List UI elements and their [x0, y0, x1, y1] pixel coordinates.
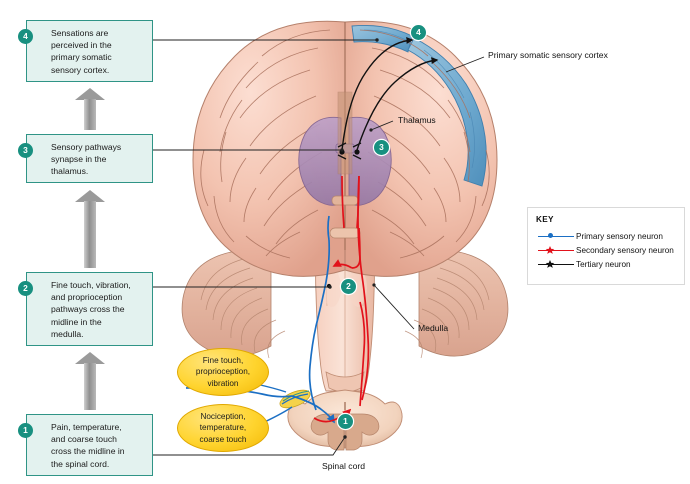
flow-arrow-1-to-2	[75, 352, 105, 410]
tertiary-neuron-tract	[341, 36, 439, 151]
star-glyph-icon	[545, 260, 555, 268]
callout-nociception-text: Nociception, temperature, coarse touch	[199, 412, 247, 444]
callout-fine-touch-text: Fine touch, proprioception, vibration	[195, 356, 251, 388]
leader-lines	[153, 38, 379, 456]
step-badge-4: 4	[18, 29, 33, 44]
key-item-tertiary: Tertiary neuron	[536, 257, 676, 271]
label-spinal-cord: Spinal cord	[322, 461, 365, 471]
key-label-primary: Primary sensory neuron	[576, 231, 663, 241]
step-badge-2: 2	[18, 281, 33, 296]
callout-nociception[interactable]: Nociception, temperature, coarse touch	[177, 404, 269, 452]
key-item-secondary: Secondary sensory neuron	[536, 243, 676, 257]
step-badge-1: 1	[18, 423, 33, 438]
artwork-marker-2[interactable]: 2	[341, 279, 356, 294]
step-text-4: Sensations are perceived in the primary …	[51, 28, 112, 75]
flow-arrow-2-to-3	[75, 190, 105, 268]
step-box-3[interactable]: 3 Sensory pathways synapse in the thalam…	[18, 134, 153, 183]
key-title: KEY	[536, 215, 554, 224]
label-medulla: Medulla	[418, 323, 449, 333]
artwork-marker-4[interactable]: 4	[411, 25, 426, 40]
arrow-head-icon	[75, 88, 105, 100]
label-primary-somatic-sensory-cortex: Primary somatic sensory cortex	[488, 50, 608, 60]
label-thalamus: Thalamus	[398, 115, 436, 125]
callout-fine-touch[interactable]: Fine touch, proprioception, vibration	[177, 348, 269, 396]
cerebrum	[192, 20, 498, 277]
flow-arrow-3-to-4	[75, 88, 105, 130]
step-box-1[interactable]: 1 Pain, temperature, and coarse touch cr…	[18, 414, 153, 476]
key-label-tertiary: Tertiary neuron	[576, 259, 631, 269]
artwork-marker-3[interactable]: 3	[374, 140, 389, 155]
label-leader-lines	[369, 56, 485, 330]
tertiary-neuron-icon	[536, 257, 576, 271]
arrow-head-icon	[75, 190, 105, 202]
star-glyph-icon	[545, 246, 555, 254]
step-box-2[interactable]: 2 Fine touch, vibration, and propriocept…	[18, 272, 153, 346]
cerebellum	[181, 249, 509, 359]
step-badge-3: 3	[18, 143, 33, 158]
key-legend-panel: KEY Primary sensory neuron Secondary sen…	[527, 207, 685, 285]
step-text-3: Sensory pathways synapse in the thalamus…	[51, 142, 122, 177]
secondary-neuron-icon	[536, 243, 576, 257]
key-item-primary: Primary sensory neuron	[536, 229, 676, 243]
primary-neuron-icon	[536, 229, 576, 243]
artwork-marker-1[interactable]: 1	[338, 414, 353, 429]
step-text-1: Pain, temperature, and coarse touch cros…	[51, 422, 125, 469]
step-text-2: Fine touch, vibration, and proprioceptio…	[51, 280, 131, 339]
step-box-4[interactable]: 4 Sensations are perceived in the primar…	[18, 20, 153, 82]
secondary-sensory-neuron-tract	[313, 175, 370, 423]
key-label-secondary: Secondary sensory neuron	[576, 245, 674, 255]
arrow-head-icon	[75, 352, 105, 364]
